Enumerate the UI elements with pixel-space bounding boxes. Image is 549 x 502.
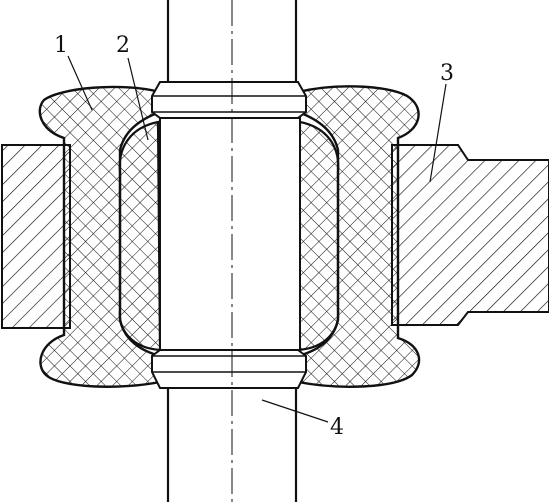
leader-line-1 bbox=[67, 55, 93, 111]
right-arm-part-3 bbox=[391, 144, 549, 326]
leader-line-4 bbox=[261, 399, 329, 423]
left-housing-block bbox=[1, 144, 71, 329]
inner-ring-right-part-2 bbox=[296, 120, 340, 352]
top-collar bbox=[151, 81, 307, 119]
label-3: 3 bbox=[440, 61, 454, 86]
inner-ring-left-part-2 bbox=[118, 120, 162, 352]
leader-lines bbox=[67, 55, 447, 423]
inner-sleeve bbox=[159, 117, 301, 351]
label-2: 2 bbox=[116, 33, 130, 58]
bottom-collar bbox=[151, 349, 307, 389]
label-4: 4 bbox=[330, 415, 344, 440]
leader-line-3 bbox=[429, 83, 447, 183]
label-1: 1 bbox=[54, 33, 68, 58]
leader-line-2 bbox=[127, 57, 149, 141]
